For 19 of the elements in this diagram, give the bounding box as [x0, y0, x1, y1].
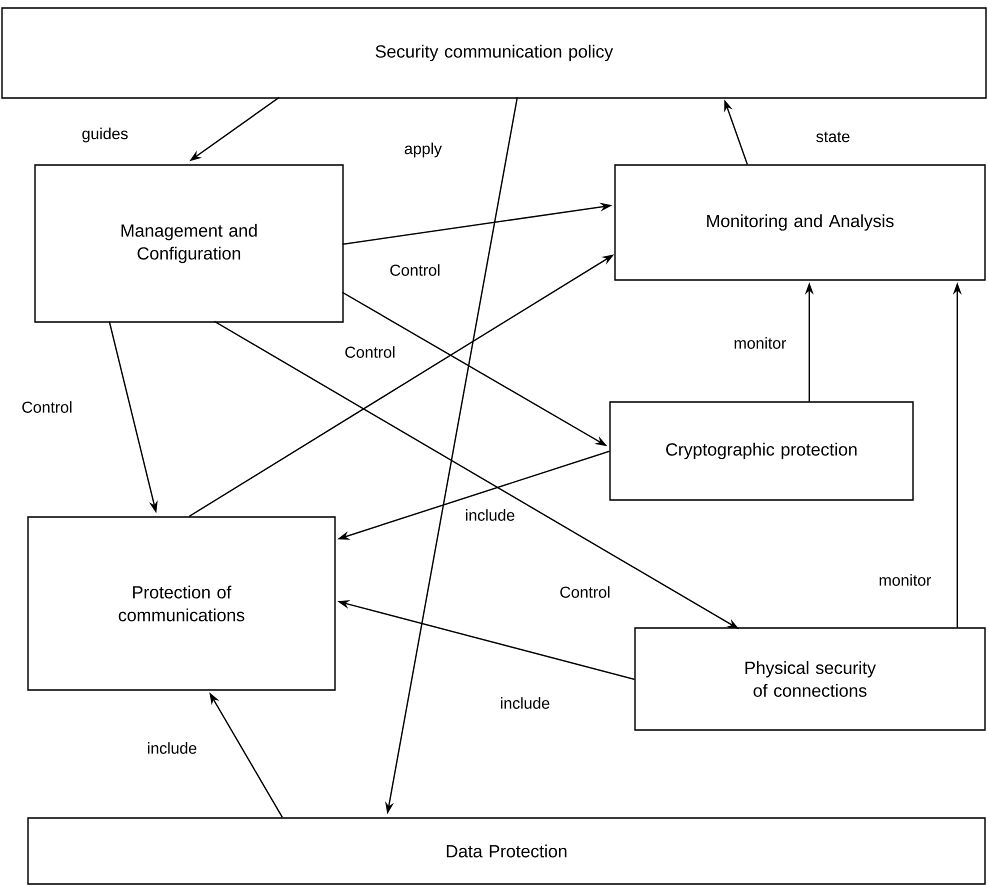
- edge-label: Control: [20, 399, 74, 415]
- process-box: Physical security of connections: [634, 627, 986, 731]
- edge-label: monitor: [876, 572, 934, 588]
- edge-label: Control: [388, 262, 442, 278]
- edge-label: guides: [80, 126, 130, 144]
- process-box: Monitoring and Analysis: [614, 164, 986, 281]
- process-box: Data Protection: [27, 817, 986, 885]
- edge-label: apply: [402, 140, 444, 160]
- edge-label: Control: [558, 584, 612, 600]
- process-box: Management and Configuration: [34, 164, 344, 323]
- edge-label: monitor: [732, 335, 788, 351]
- process-box: Protection of communications: [27, 516, 336, 691]
- edge-label: include: [498, 695, 552, 711]
- edge-label: include: [145, 740, 199, 756]
- process-box: Cryptographic protection: [609, 401, 914, 501]
- edge-label: include: [463, 507, 517, 523]
- edge-label: state: [814, 130, 852, 144]
- process-box: Security communication policy: [1, 7, 987, 99]
- edge-label: Control: [342, 344, 398, 360]
